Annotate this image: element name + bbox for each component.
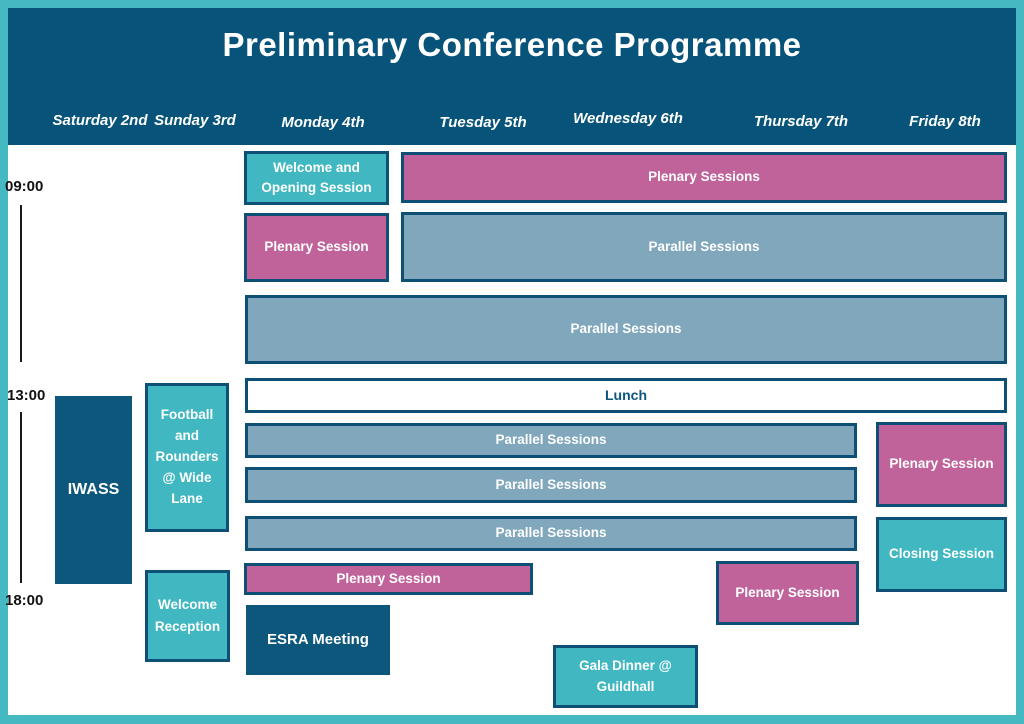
session-block-welcome-reception: Welcome Reception <box>145 570 230 662</box>
session-block-parallel-afternoon-2: Parallel Sessions <box>245 467 857 503</box>
day-label-wednesday: Wednesday 6th <box>573 110 683 127</box>
day-label-monday: Monday 4th <box>281 114 365 131</box>
session-block-plenary-monday-eve: Plenary Session <box>244 563 533 595</box>
time-label-1300: 13:00 <box>7 387 46 404</box>
session-block-plenary-friday-pm: Plenary Session <box>876 422 1007 507</box>
session-block-gala-dinner: Gala Dinner @ Guildhall <box>553 645 698 708</box>
day-label-thursday: Thursday 7th <box>753 113 849 130</box>
session-block-parallel-midday: Parallel Sessions <box>245 295 1007 364</box>
time-label-1800: 18:00 <box>5 592 44 609</box>
day-label-friday: Friday 8th <box>909 113 981 130</box>
timeline-axis-segment-morning <box>20 205 22 362</box>
day-label-saturday: Saturday 2nd <box>52 112 148 129</box>
session-block-plenary-thursday-eve: Plenary Session <box>716 561 859 625</box>
session-block-lunch: Lunch <box>245 378 1007 413</box>
session-block-welcome-opening: Welcome and Opening Session <box>244 151 389 205</box>
timeline-axis-segment-afternoon <box>20 412 22 583</box>
session-block-esra-meeting: ESRA Meeting <box>246 605 390 675</box>
page-title: Preliminary Conference Programme <box>222 26 802 63</box>
session-block-closing-session: Closing Session <box>876 517 1007 592</box>
session-block-plenary-monday-am: Plenary Session <box>244 213 389 282</box>
header-banner: Preliminary Conference Programme Saturda… <box>8 8 1016 145</box>
session-block-iwass: IWASS <box>55 396 132 584</box>
session-block-parallel-afternoon-1: Parallel Sessions <box>245 423 857 458</box>
day-label-sunday: Sunday 3rd <box>154 112 236 129</box>
session-block-parallel-afternoon-3: Parallel Sessions <box>245 516 857 551</box>
time-label-0900: 09:00 <box>5 178 44 195</box>
session-block-plenary-sessions: Plenary Sessions <box>401 152 1007 203</box>
day-label-tuesday: Tuesday 5th <box>439 114 527 131</box>
session-block-football-rounders: Football and Rounders @ Wide Lane <box>145 383 229 532</box>
session-block-parallel-morning: Parallel Sessions <box>401 212 1007 282</box>
